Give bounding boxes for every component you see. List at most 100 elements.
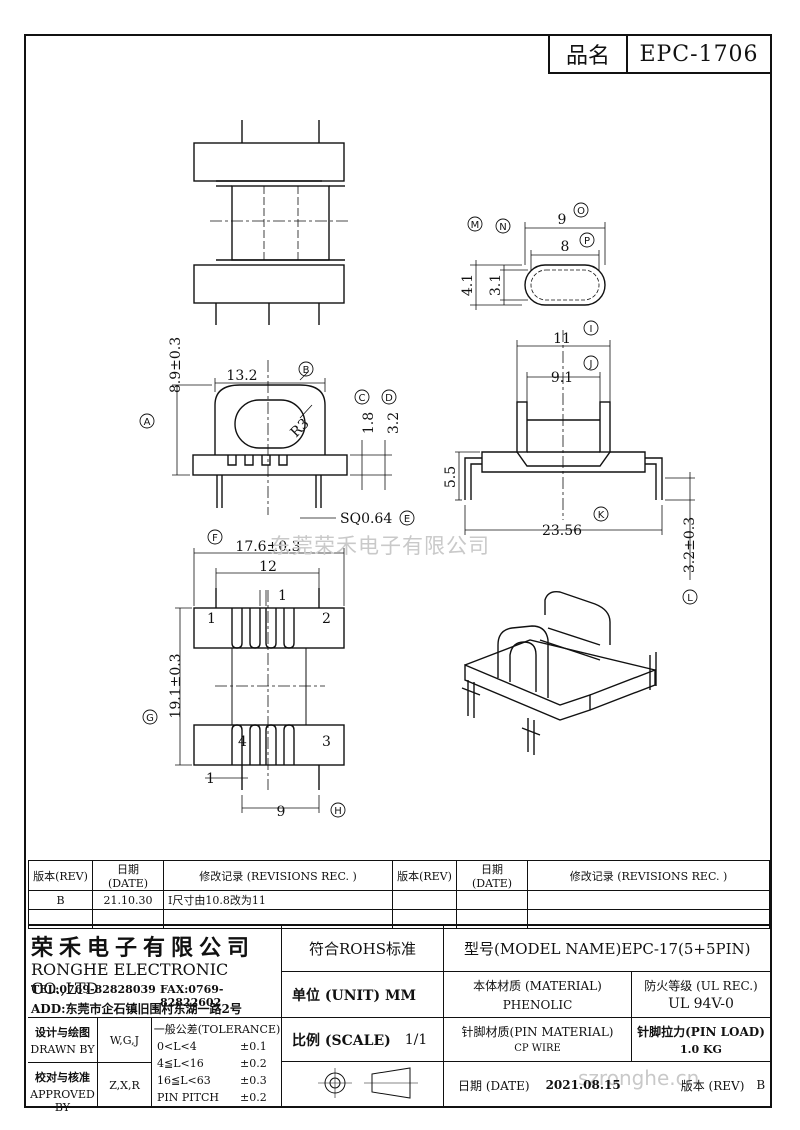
tol-range-3: 16≦L<63 (157, 1074, 211, 1087)
fire-label: 防火等级 (UL REC.) (644, 979, 758, 993)
watermark-url: szronghe.cn (578, 1066, 700, 1090)
marker-C: C (359, 393, 366, 404)
tol-value-3: ±0.3 (240, 1074, 267, 1087)
projection-symbol (318, 1067, 418, 1099)
tol-value-4: ±0.2 (240, 1091, 267, 1104)
marker-K: K (598, 510, 605, 521)
date-header-2: 日期 (DATE) (456, 860, 528, 891)
tol-range-1: 0<L<4 (157, 1040, 197, 1053)
tol-value-1: ±0.1 (240, 1040, 267, 1053)
pin-4-label: 4 (238, 734, 247, 750)
dim-4-1: 4.1 (460, 274, 476, 296)
rev-value: B (756, 1078, 766, 1092)
rev-cell: B (28, 890, 93, 910)
tol-range-2: 4≦L<16 (157, 1057, 204, 1070)
material-label: 本体材质 (MATERIAL) (473, 979, 602, 993)
dim-sq: SQ0.64 (340, 511, 392, 527)
pin-section-view (470, 222, 606, 310)
front-view (172, 360, 392, 519)
pin-load-cell: 针脚拉力(PIN LOAD) 1.0 KG (632, 1018, 770, 1062)
marker-O: O (577, 206, 585, 217)
unit-cell: 单位 (UNIT) MM (282, 972, 444, 1018)
dim-3-2: 3.2 (386, 412, 402, 434)
marker-H: H (334, 806, 342, 817)
pin-material-value: CP WIRE (514, 1043, 561, 1054)
dim-13-2: 13.2 (226, 368, 257, 384)
pin-load-value: 1.0 KG (680, 1043, 722, 1056)
design-cell: 设计与绘图 DRAWN BY (28, 1018, 98, 1063)
company-address: ADD:东莞市企石镇旧围村东湖一路2号 (31, 1002, 242, 1016)
company-block: 荣禾电子有限公司 RONGHE ELECTRONIC CO.,LTD TEL:0… (28, 926, 282, 1018)
dim-3-2-pin: 3.2±0.3 (682, 517, 698, 573)
tol-value-2: ±0.2 (240, 1057, 267, 1070)
dim-9-top: 9 (558, 212, 567, 228)
design-label: 设计与绘图 (35, 1026, 90, 1039)
rec-cell-2 (527, 890, 770, 910)
rec-header: 修改记录 (REVISIONS REC. ) (163, 860, 393, 891)
model-cell: 型号(MODEL NAME)EPC-17(5+5PIN) (444, 926, 770, 972)
pin-material-cell: 针脚材质(PIN MATERIAL) CP WIRE (444, 1018, 632, 1062)
approve-label-en: APPROVED BY (30, 1088, 95, 1114)
dim-8: 8 (561, 239, 570, 255)
marker-G: G (146, 713, 154, 724)
date-cell: 21.10.30 (92, 890, 164, 910)
dim-1-bottom: 1 (206, 771, 215, 787)
design-value: W,G,J (98, 1018, 152, 1063)
fire-value: UL 94V-0 (668, 996, 734, 1012)
dim-markers (139, 202, 698, 818)
design-label-en: DRAWN BY (30, 1043, 95, 1056)
dim-1-top: 1 (278, 588, 287, 604)
bottom-view (175, 548, 345, 813)
product-title-box: 品名 EPC-1706 (548, 34, 772, 74)
symbol-cell (282, 1062, 444, 1108)
marker-M: M (471, 220, 480, 231)
dim-5-5: 5.5 (443, 466, 459, 488)
company-cn: 荣禾电子有限公司 (31, 935, 256, 961)
company-fax: FAX:0769-82822602 (160, 983, 224, 1009)
date-label: 日期 (DATE) (458, 1078, 530, 1093)
rec-header-2: 修改记录 (REVISIONS REC. ) (527, 860, 770, 891)
marker-I: I (590, 324, 593, 335)
scale-value: 1/1 (404, 1031, 428, 1048)
watermark: 东莞荣禾电子有限公司 (270, 534, 490, 558)
dim-1-8: 1.8 (361, 412, 377, 434)
revision-table: 版本(REV) 日期 (DATE) 修改记录 (REVISIONS REC. )… (28, 860, 770, 929)
pin-material-label: 针脚材质(PIN MATERIAL) (461, 1025, 614, 1039)
rev-header-2: 版本(REV) (392, 860, 457, 891)
pin-2-label: 2 (322, 611, 331, 627)
dim-9-1: 9.1 (551, 370, 573, 386)
rohs-cell: 符合ROHS标准 (282, 926, 444, 972)
pin-1-label: 1 (207, 611, 216, 627)
rev-header: 版本(REV) (28, 860, 93, 891)
dim-8-9: 8.9±0.3 (168, 337, 184, 393)
isometric-view (461, 590, 657, 755)
pin-load-label: 针脚拉力(PIN LOAD) (637, 1025, 765, 1039)
date-header: 日期 (DATE) (92, 860, 164, 891)
company-tel: TEL:0769-82828039 (31, 983, 156, 996)
side-elevation-view (455, 330, 695, 580)
dim-12: 12 (259, 559, 277, 575)
rev-label: 版本 (REV) (680, 1078, 745, 1093)
rev-cell-2 (392, 890, 457, 910)
revision-header-row: 版本(REV) 日期 (DATE) 修改记录 (REVISIONS REC. )… (28, 860, 770, 891)
company-en: RONGHE ELECTRONIC CO.,LTD (31, 960, 229, 998)
title-block: 荣禾电子有限公司 RONGHE ELECTRONIC CO.,LTD TEL:0… (28, 924, 770, 1114)
fire-cell: 防火等级 (UL REC.) UL 94V-0 (632, 972, 770, 1018)
marker-E: E (404, 514, 410, 525)
approve-label: 校对与核准 (35, 1071, 90, 1084)
table-row: B 21.10.30 I尺寸由10.8改为11 (28, 890, 770, 910)
dim-23-56: 23.56 (542, 523, 582, 539)
marker-L: L (687, 593, 693, 604)
dim-11: 11 (553, 331, 571, 347)
scale-cell: 比例 (SCALE) 1/1 (282, 1018, 444, 1062)
dim-17-6: 17.6±0.3 (235, 539, 300, 555)
product-label: 品名 (550, 36, 628, 72)
date-rev-cell: 日期 (DATE) 2021.08.15 版本 (REV) B (444, 1062, 770, 1108)
dim-9-bottom: 9 (277, 804, 286, 820)
drawing-frame (24, 34, 772, 1108)
marker-A: A (144, 417, 151, 428)
marker-J: J (589, 359, 593, 370)
rec-cell: I尺寸由10.8改为11 (163, 890, 393, 910)
date-value: 2021.08.15 (545, 1078, 621, 1092)
